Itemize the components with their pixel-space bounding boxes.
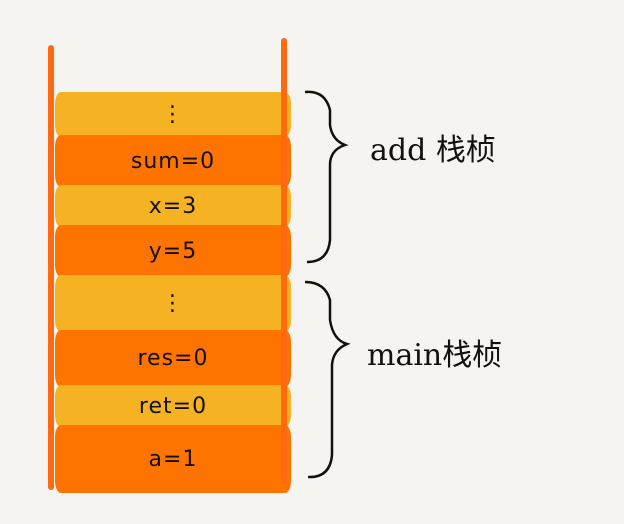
stack-right-wall: [281, 38, 287, 483]
main-frame-label: main栈桢: [367, 338, 503, 373]
add-frame-brace: [304, 90, 349, 264]
stack-cell-res: res=0: [55, 330, 291, 387]
stack-cell-x: x=3: [55, 185, 291, 227]
stack-cell-y: y=5: [55, 225, 291, 277]
stack-cell-a: a=1: [55, 425, 291, 493]
add-frame-label: add 栈桢: [370, 133, 496, 168]
stack-cell-add-ellipsis: ⋮: [55, 92, 291, 137]
main-frame-brace: [304, 280, 351, 479]
stack-cell-ret: ret=0: [55, 385, 291, 427]
stack-left-wall: [48, 45, 54, 490]
stack-cell-sum: sum=0: [55, 135, 291, 187]
stack-cell-main-ellipsis: ⋮: [55, 275, 291, 332]
